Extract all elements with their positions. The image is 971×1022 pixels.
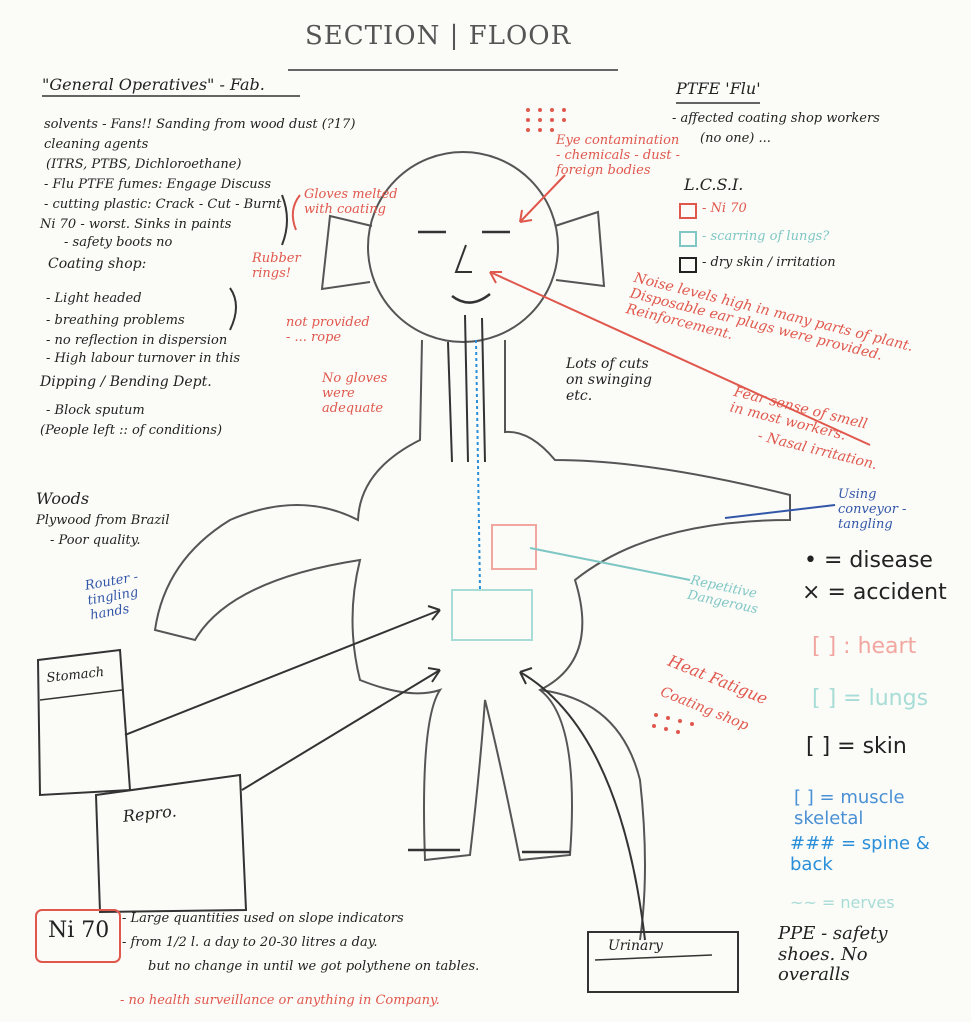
bottom-line: but no change in until we got polythene … xyxy=(148,960,479,975)
mouth xyxy=(452,294,490,303)
urinary-arrow xyxy=(520,672,645,940)
bottom-line: - Large quantities used on slope indicat… xyxy=(122,912,404,927)
lcsi-item-skin: - dry skin / irritation xyxy=(702,256,836,271)
note-line: - no reflection in dispersion xyxy=(46,334,227,349)
woods-line: - Poor quality. xyxy=(50,534,140,549)
eye-dots xyxy=(526,108,566,132)
urinary-label: Urinary xyxy=(608,938,663,954)
lcsi-square-teal xyxy=(680,232,696,246)
legend-nerves-label: = nerves xyxy=(822,893,895,912)
note-line: - breathing problems xyxy=(46,314,185,329)
repetitive-line xyxy=(530,548,690,580)
ptfe-line: (no one) ... xyxy=(700,132,771,147)
legend-heart-symbol: [ ] xyxy=(812,634,836,659)
legend-lungs-label: = lungs xyxy=(843,686,928,711)
lcsi-square-black xyxy=(680,258,696,272)
note-line: - Flu PTFE fumes: Engage Discuss xyxy=(44,178,271,193)
ppe-note: PPE - safety shoes. No overalls xyxy=(778,924,928,986)
stomach-arrow xyxy=(125,610,440,735)
note-line: Ni 70 - worst. Sinks in paints xyxy=(40,218,231,233)
health-surveillance-note: - no health surveillance or anything in … xyxy=(120,994,440,1009)
note-line: - cutting plastic: Crack - Cut - Burnt xyxy=(44,198,281,213)
conveyor-note: Using conveyor - tangling xyxy=(838,488,918,533)
repro-arrow xyxy=(242,670,440,790)
eye-contamination-note: Eye contamination - chemicals - dust - f… xyxy=(556,134,686,179)
legend-disease: • = disease xyxy=(804,548,933,573)
repro-box xyxy=(96,775,246,912)
nose xyxy=(456,245,472,272)
ptfe-heading: PTFE 'Flu' xyxy=(676,80,761,98)
legend-accident: × = accident xyxy=(802,580,947,605)
note-line: solvents - Fans!! Sanding from wood dust… xyxy=(44,118,355,133)
legend-nerves: ~~ = nerves xyxy=(790,894,895,912)
note-line: (ITRS, PTBS, Dichloroethane) xyxy=(46,158,242,173)
note-line: - Light headed xyxy=(46,292,142,307)
eye-arrow xyxy=(520,175,565,222)
legend-nerves-symbol: ~~ xyxy=(790,893,817,912)
legend-skin-symbol: [ ] xyxy=(806,734,830,759)
legend-heart: [ ] : heart xyxy=(812,634,916,659)
legend-accident-label: = accident xyxy=(827,580,946,605)
note-line: - safety boots no xyxy=(64,236,172,251)
ptfe-line: - affected coating shop workers xyxy=(672,112,880,127)
right-ear xyxy=(555,212,604,286)
lcsi-item-lungs: - scarring of lungs? xyxy=(702,230,829,245)
bottom-line: - from 1/2 l. a day to 20-30 litres a da… xyxy=(122,936,378,951)
legend-lungs-symbol: [ ] xyxy=(812,686,836,711)
legend-disease-label: = disease xyxy=(824,548,933,573)
legend-muscle: [ ] = muscle skeletal xyxy=(794,788,964,829)
board-title: SECTION | FLOOR xyxy=(305,22,571,52)
legend-spine-symbol: ### xyxy=(790,833,835,854)
black-bracket-2 xyxy=(230,288,236,330)
lcsi-item-ni70: - Ni 70 xyxy=(702,202,747,217)
heat-dots xyxy=(652,713,694,734)
rubber-rings-note: Rubber rings! xyxy=(252,252,312,282)
leg-line xyxy=(540,690,645,940)
legend-lungs: [ ] = lungs xyxy=(812,686,928,711)
legend-skin-label: = skin xyxy=(837,734,907,759)
conveyor-line xyxy=(725,505,835,518)
cuts-note: Lots of cuts on swinging etc. xyxy=(566,356,656,404)
gloves-note: Gloves melted with coating xyxy=(304,188,414,218)
note-line: cleaning agents xyxy=(44,138,148,153)
ni70-badge-label: Ni 70 xyxy=(48,918,109,943)
legend-heart-label: : heart xyxy=(843,634,916,659)
lungs-square xyxy=(452,590,532,640)
windpipe-mid xyxy=(465,315,468,462)
not-provided-note: not provided - ... rope xyxy=(286,316,376,346)
legend-muscle-symbol: [ ] xyxy=(794,787,814,808)
dipping-heading: Dipping / Bending Dept. xyxy=(40,374,212,390)
lcsi-heading: L.C.S.I. xyxy=(684,176,743,194)
legend-disease-symbol: • xyxy=(804,548,817,573)
note-line: - Block sputum xyxy=(46,404,145,419)
general-operatives-heading: "General Operatives" - Fab. xyxy=(42,76,265,94)
note-line: - High labour turnover in this xyxy=(46,352,240,367)
legend-accident-symbol: × xyxy=(802,580,820,605)
head-outline xyxy=(368,152,558,342)
black-bracket-1 xyxy=(282,195,287,245)
coating-shop-heading: Coating shop: xyxy=(48,256,146,272)
spine-line xyxy=(476,340,480,590)
no-gloves-note: No gloves were adequate xyxy=(322,372,402,417)
note-line: (People left :: of conditions) xyxy=(40,424,222,439)
heart-square xyxy=(492,525,536,569)
windpipe-left xyxy=(448,342,452,462)
left-ear xyxy=(322,216,372,289)
lcsi-square-red xyxy=(680,204,696,218)
woods-heading: Woods xyxy=(36,490,89,508)
legend-spine: ### = spine & back xyxy=(790,834,960,875)
woods-line: Plywood from Brazil xyxy=(36,514,169,529)
gloves-bracket xyxy=(293,195,300,230)
legend-skin: [ ] = skin xyxy=(806,734,907,759)
